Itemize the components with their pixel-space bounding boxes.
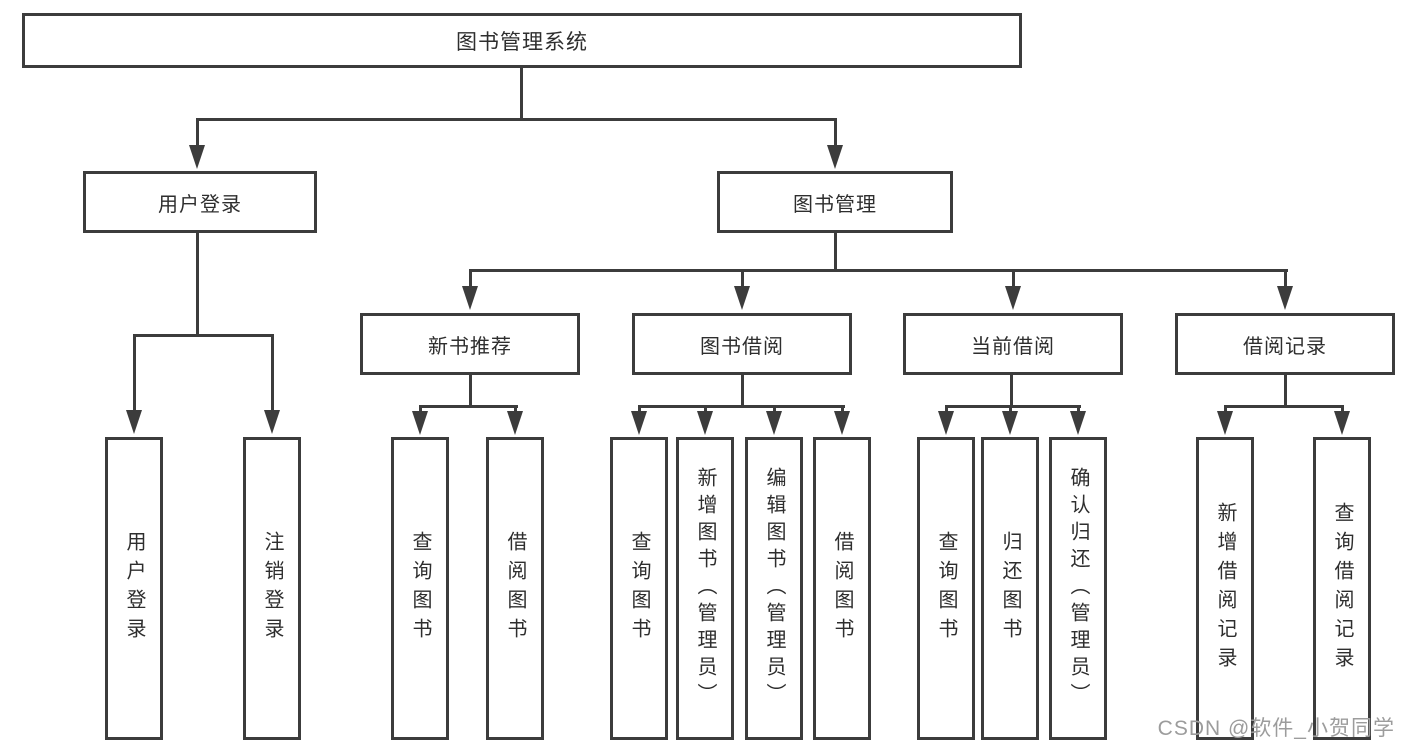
connector-drop bbox=[469, 269, 472, 287]
arrow-down-icon bbox=[126, 410, 142, 434]
arrow-down-icon bbox=[1002, 411, 1018, 435]
arrow-down-icon bbox=[631, 411, 647, 435]
node-label: 新增借阅记录 bbox=[1214, 501, 1236, 676]
leaf-query-books: 查询图书 bbox=[610, 437, 668, 740]
node-borrowing-records: 借阅记录 bbox=[1175, 313, 1395, 375]
node-label: 归还图书 bbox=[999, 530, 1021, 647]
connector-drop bbox=[1009, 405, 1012, 415]
node-book-borrowing: 图书借阅 bbox=[632, 313, 852, 375]
leaf-return-books: 归还图书 bbox=[981, 437, 1039, 740]
connector-bookmgmt-stem bbox=[834, 231, 837, 272]
arrow-down-icon bbox=[264, 410, 280, 434]
node-label: 借阅图书 bbox=[504, 530, 526, 647]
leaf-query-books: 查询图书 bbox=[917, 437, 975, 740]
leaf-borrow-books: 借阅图书 bbox=[813, 437, 871, 740]
node-label: 当前借阅 bbox=[971, 335, 1055, 358]
connector-drop bbox=[834, 118, 837, 147]
node-user-login: 用户登录 bbox=[83, 171, 317, 233]
leaf-user-login: 用户登录 bbox=[105, 437, 163, 740]
arrow-down-icon bbox=[189, 145, 205, 169]
arrow-down-icon bbox=[1277, 286, 1293, 310]
node-current-borrowing: 当前借阅 bbox=[903, 313, 1123, 375]
arrow-down-icon bbox=[938, 411, 954, 435]
connector-drop bbox=[1077, 405, 1080, 415]
connector-drop bbox=[133, 334, 136, 412]
node-label: 新书推荐 bbox=[428, 335, 512, 358]
connector-drop bbox=[196, 118, 199, 147]
connector-drop bbox=[271, 334, 274, 412]
node-label: 图书借阅 bbox=[700, 335, 784, 358]
leaf-confirm-return-admin: 确认归还（管理员） bbox=[1049, 437, 1107, 740]
node-label: 用户登录 bbox=[123, 530, 145, 647]
arrow-down-icon bbox=[734, 286, 750, 310]
arrow-down-icon bbox=[412, 411, 428, 435]
connector-current-stem bbox=[1010, 373, 1013, 408]
connector-records-bar bbox=[1224, 405, 1344, 408]
node-label: 用户登录 bbox=[158, 193, 242, 216]
arrow-down-icon bbox=[834, 411, 850, 435]
node-label: 图书管理 bbox=[793, 193, 877, 216]
connector-newbook-stem bbox=[469, 373, 472, 408]
connector-root-bar bbox=[196, 118, 837, 121]
csdn-watermark: CSDN @软件_小贺同学 bbox=[1157, 717, 1395, 740]
node-label: 借阅图书 bbox=[831, 530, 853, 647]
connector-root-stem bbox=[520, 66, 523, 119]
node-label: 图书管理系统 bbox=[456, 30, 588, 54]
connector-bookmgmt-bar bbox=[469, 269, 1288, 272]
connector-drop bbox=[841, 405, 844, 415]
arrow-down-icon bbox=[462, 286, 478, 310]
connector-drop bbox=[1012, 269, 1015, 287]
leaf-borrow-books: 借阅图书 bbox=[486, 437, 544, 740]
connector-drop bbox=[773, 405, 776, 415]
node-label: 借阅记录 bbox=[1243, 335, 1327, 358]
connector-records-stem bbox=[1284, 373, 1287, 408]
arrow-down-icon bbox=[1334, 411, 1350, 435]
node-new-book-recommend: 新书推荐 bbox=[360, 313, 580, 375]
leaf-query-books: 查询图书 bbox=[391, 437, 449, 740]
connector-userlogin-bar bbox=[133, 334, 274, 337]
connector-drop bbox=[1341, 405, 1344, 415]
node-label: 新增图书（管理员） bbox=[694, 467, 716, 710]
node-label: 查询借阅记录 bbox=[1331, 501, 1353, 676]
node-label: 编辑图书（管理员） bbox=[763, 467, 785, 710]
connector-borrowing-stem bbox=[741, 373, 744, 408]
node-label: 查询图书 bbox=[409, 530, 431, 647]
arrow-down-icon bbox=[507, 411, 523, 435]
leaf-logout: 注销登录 bbox=[243, 437, 301, 740]
arrow-down-icon bbox=[1070, 411, 1086, 435]
connector-drop bbox=[741, 269, 744, 287]
connector-drop bbox=[638, 405, 641, 415]
node-book-management: 图书管理 bbox=[717, 171, 953, 233]
leaf-add-borrow-record: 新增借阅记录 bbox=[1196, 437, 1254, 740]
leaf-query-borrow-record: 查询借阅记录 bbox=[1313, 437, 1371, 740]
connector-drop bbox=[419, 405, 422, 415]
arrow-down-icon bbox=[697, 411, 713, 435]
leaf-edit-books-admin: 编辑图书（管理员） bbox=[745, 437, 803, 740]
arrow-down-icon bbox=[1217, 411, 1233, 435]
arrow-down-icon bbox=[827, 145, 843, 169]
node-label: 注销登录 bbox=[261, 530, 283, 647]
connector-newbook-bar bbox=[419, 405, 518, 408]
connector-drop bbox=[1284, 269, 1287, 287]
leaf-add-books-admin: 新增图书（管理员） bbox=[676, 437, 734, 740]
node-library-management-system: 图书管理系统 bbox=[22, 13, 1022, 68]
node-label: 查询图书 bbox=[628, 530, 650, 647]
node-label: 确认归还（管理员） bbox=[1067, 467, 1089, 710]
connector-current-bar bbox=[945, 405, 1081, 408]
arrow-down-icon bbox=[1005, 286, 1021, 310]
connector-borrowing-bar bbox=[638, 405, 845, 408]
connector-drop bbox=[1224, 405, 1227, 415]
arrow-down-icon bbox=[766, 411, 782, 435]
node-label: 查询图书 bbox=[935, 530, 957, 647]
connector-drop bbox=[704, 405, 707, 415]
connector-drop bbox=[514, 405, 517, 415]
connector-userlogin-stem bbox=[196, 231, 199, 337]
connector-drop bbox=[945, 405, 948, 415]
